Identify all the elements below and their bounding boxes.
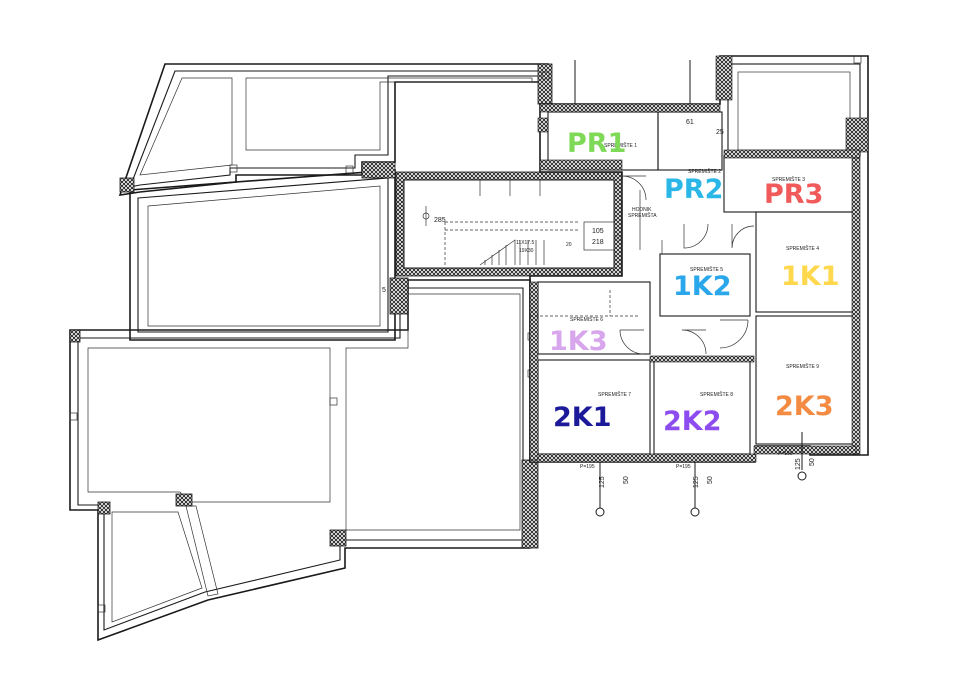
room-spremiste-5: SPREMIŠTE 5	[690, 266, 723, 273]
room-spremiste-3: SPREMIŠTE 3	[772, 176, 805, 183]
room-hodnik-spremista: SPREMIŠTA	[628, 212, 657, 219]
dim-61: 61	[686, 119, 694, 126]
dimensions: 105 218 285 11X17.5 19X30 20 5 25 61 P=1…	[382, 119, 816, 488]
storage-block	[529, 55, 869, 517]
dim-stair-1: 11X17.5	[516, 240, 534, 246]
dim-p195-3: P=195	[778, 451, 793, 457]
dim-125-3: 125	[795, 458, 802, 470]
room-spremiste-6: SPREMIŠTE 6	[570, 316, 603, 323]
dim-285: 285	[434, 217, 446, 224]
unit-labels: PR1 PR2 PR3 1K1 1K2 1K3 2K1 2K2 2K3	[549, 128, 840, 437]
dim-p195-2: P=195	[676, 464, 691, 470]
unit-label-pr3: PR3	[764, 179, 823, 210]
dim-50-3: 50	[809, 458, 816, 466]
room-spremiste-2: SPREMIŠTE 2	[688, 168, 721, 175]
dim-105: 105	[592, 228, 604, 235]
room-names: SPREMIŠTE 1 SPREMIŠTE 2 SPREMIŠTE 3 SPRE…	[570, 142, 819, 398]
dim-50-1: 50	[623, 476, 630, 484]
room-spremiste-8: SPREMIŠTE 8	[700, 391, 733, 398]
room-hodnik: HODNIK	[632, 207, 652, 213]
room-spremiste-7: SPREMIŠTE 7	[598, 391, 631, 398]
unit-label-1k3: 1K3	[549, 326, 608, 357]
dim-stair-2: 19X30	[519, 248, 534, 254]
marker-1	[595, 462, 605, 517]
unit-label-2k2: 2K2	[663, 406, 722, 437]
stair-hall	[395, 171, 623, 277]
left-building	[69, 55, 862, 642]
dim-218: 218	[592, 239, 604, 246]
dim-20: 20	[566, 242, 572, 248]
dim-50-2: 50	[707, 476, 714, 484]
unit-label-pr2: PR2	[664, 174, 723, 205]
unit-label-2k3: 2K3	[775, 391, 834, 422]
unit-label-pr1: PR1	[567, 128, 626, 159]
marker-2	[690, 462, 700, 517]
dim-25: 25	[716, 129, 724, 136]
room-spremiste-4: SPREMIŠTE 4	[786, 245, 819, 252]
dim-p195-1: P=195	[580, 464, 595, 470]
unit-label-1k1: 1K1	[781, 261, 840, 292]
dim-125-1: 125	[599, 476, 606, 488]
room-spremiste-9: SPREMIŠTE 9	[786, 363, 819, 370]
unit-label-2k1: 2K1	[553, 402, 612, 433]
dim-125-2: 125	[693, 476, 700, 488]
marker-3	[797, 432, 807, 481]
unit-label-1k2: 1K2	[673, 271, 732, 302]
dim-5: 5	[382, 287, 386, 294]
room-spremiste-1: SPREMIŠTE 1	[604, 142, 637, 149]
